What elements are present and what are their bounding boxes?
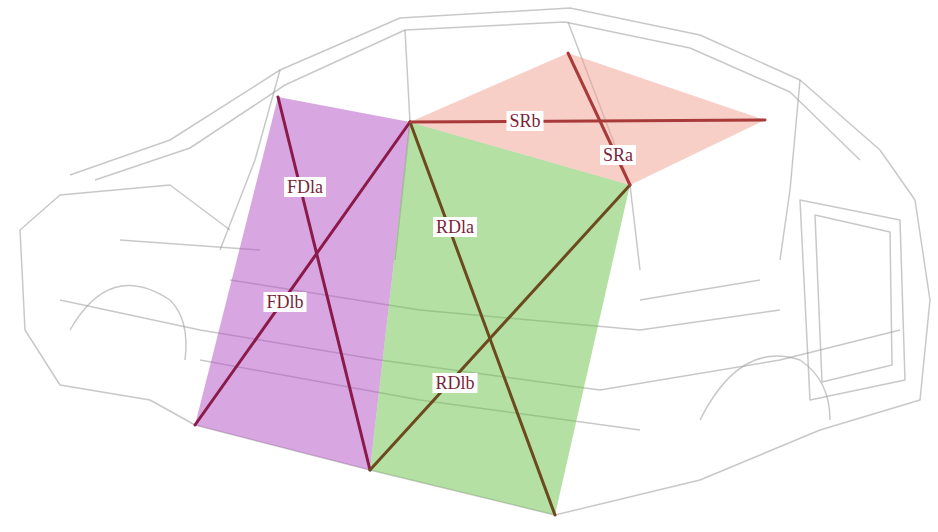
diagonal-label: RDla — [433, 217, 477, 237]
diagonal-line — [370, 185, 630, 470]
diagonal-line — [410, 122, 555, 515]
diagonal-label: FDlb — [263, 292, 306, 312]
diagonal-label: SRa — [600, 145, 636, 165]
diagonal-line — [410, 120, 765, 122]
diagonal-line — [568, 53, 630, 185]
diagonal-label: RDlb — [432, 373, 477, 393]
rear-door-panel — [370, 122, 630, 515]
roof-panel — [410, 53, 765, 185]
diagonal-label: SRb — [506, 111, 543, 131]
diagonal-line — [278, 97, 370, 470]
diagonal-line — [195, 122, 410, 425]
diagonal-label: FDla — [284, 177, 326, 197]
